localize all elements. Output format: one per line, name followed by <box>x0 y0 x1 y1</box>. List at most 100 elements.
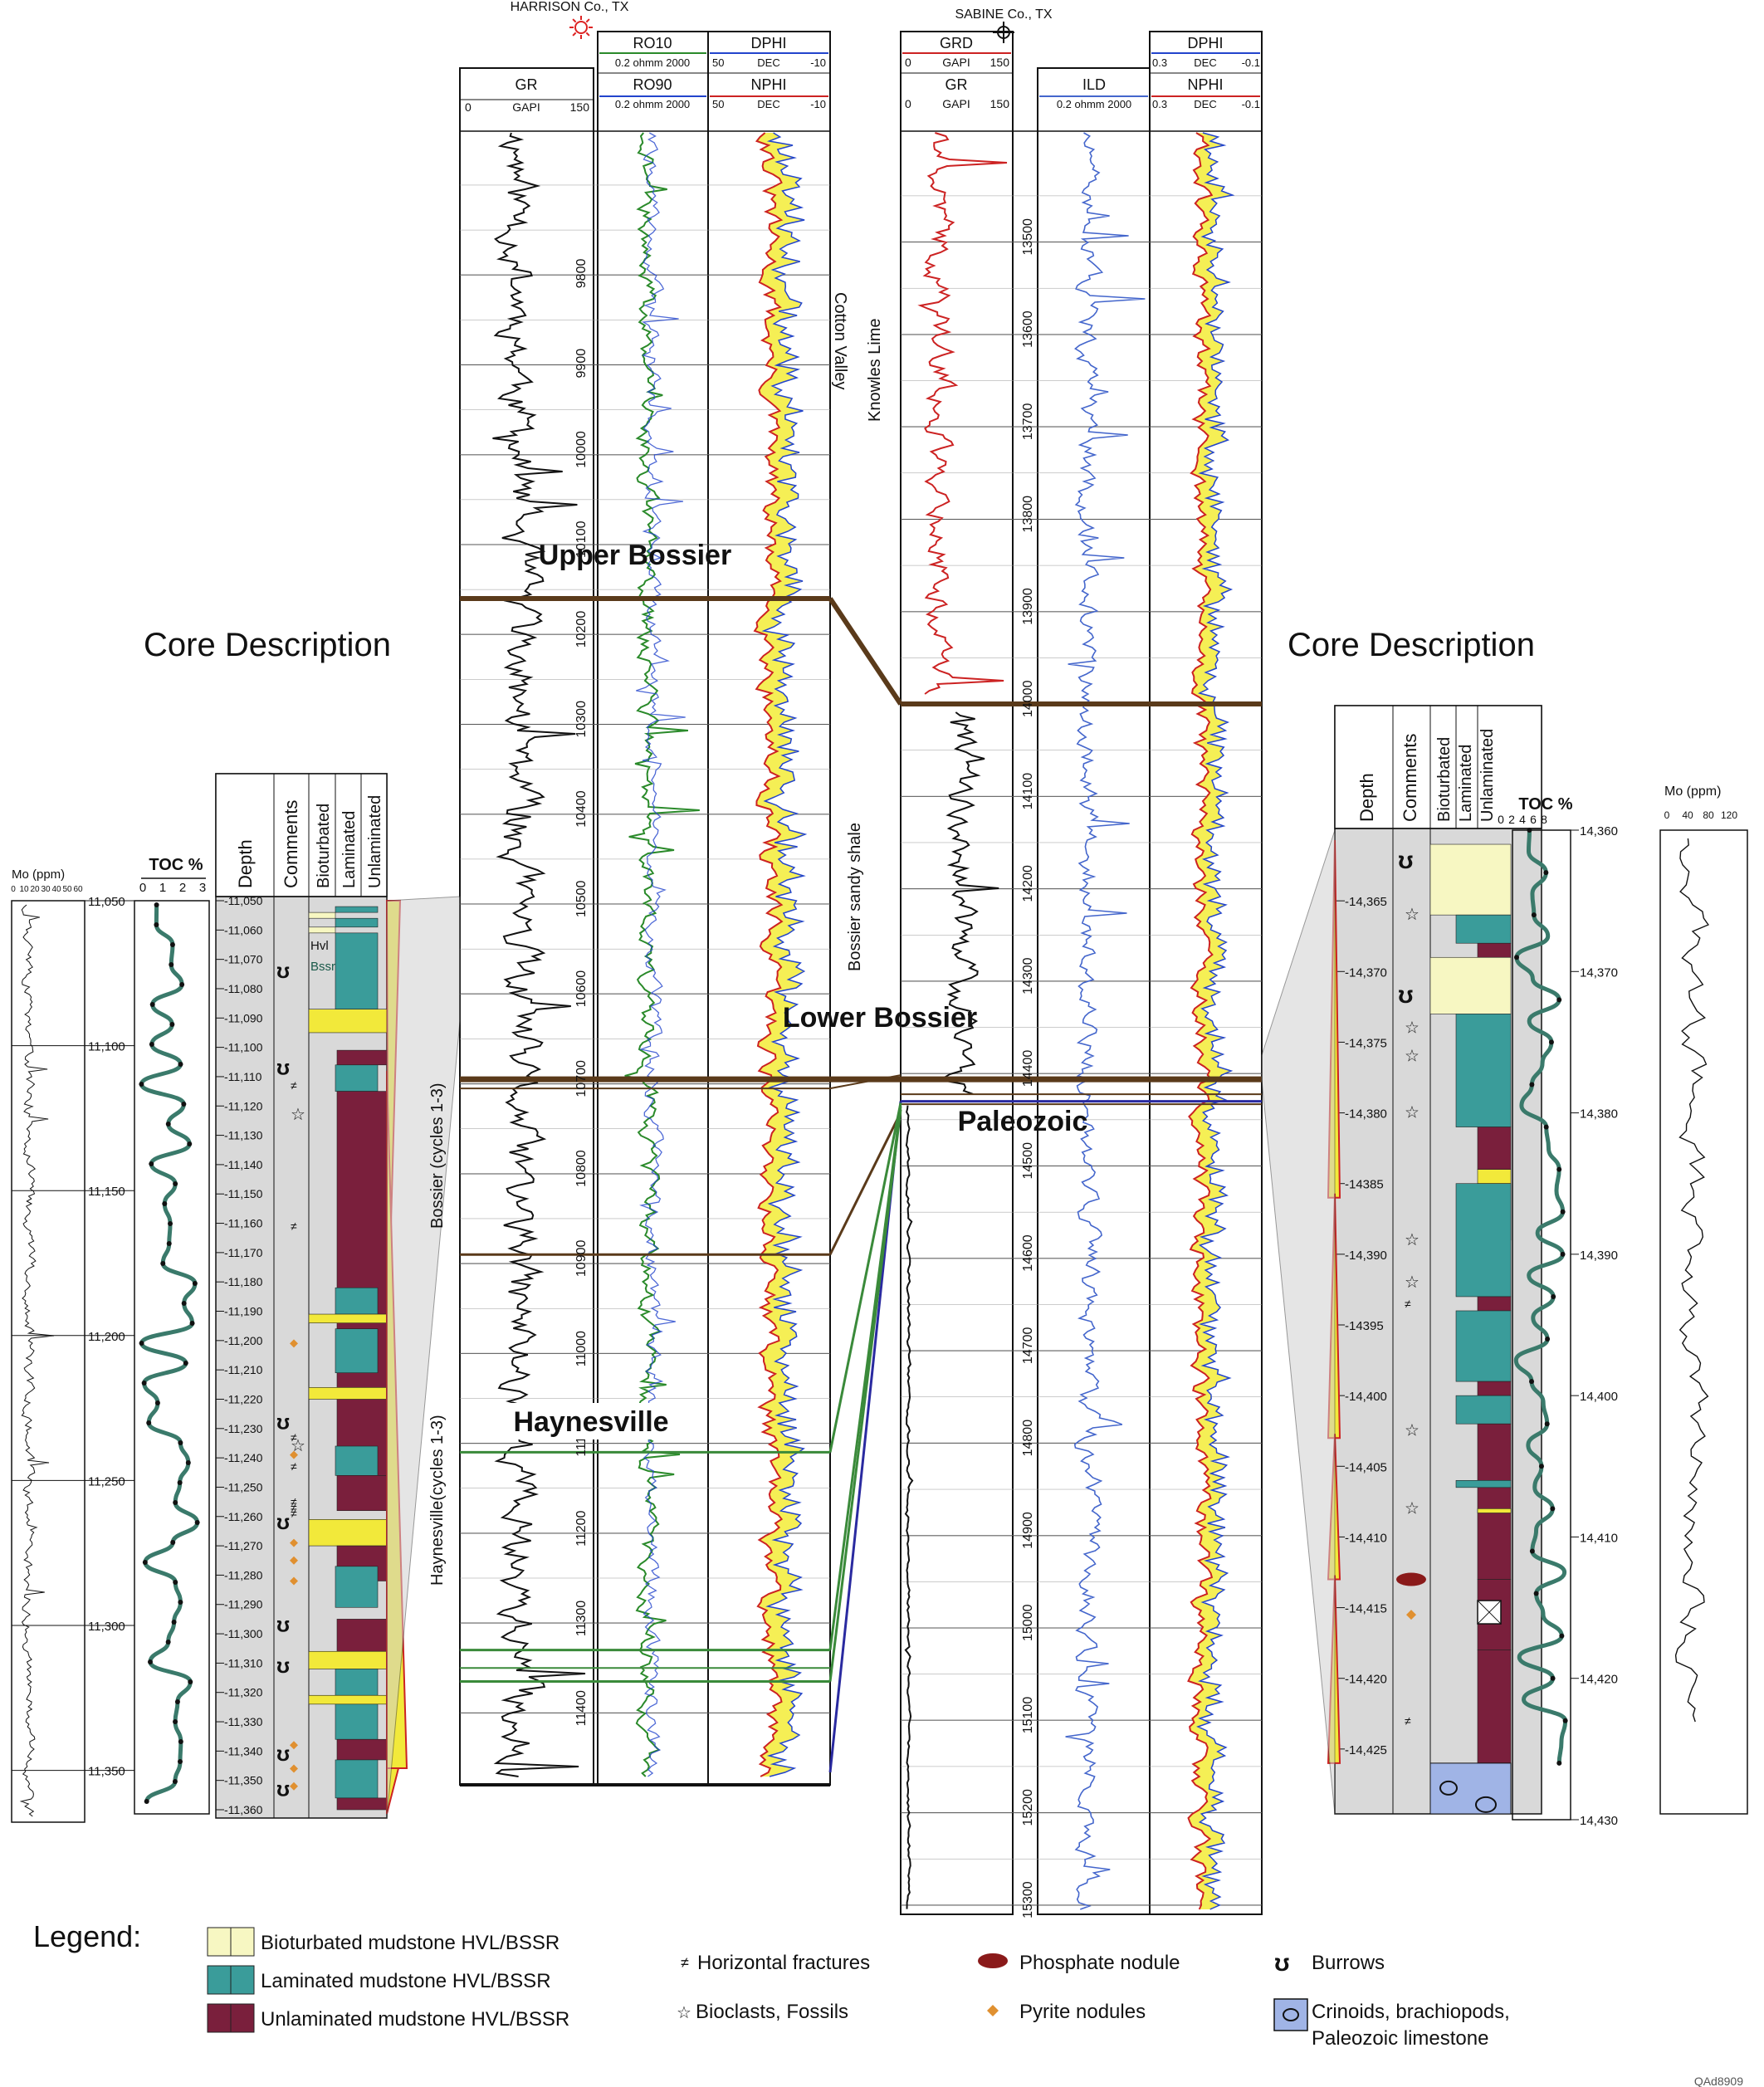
right-dphi-name: DPHI <box>1187 35 1223 51</box>
legend-burrow-icon: ʊ <box>1274 1949 1290 1977</box>
right-gr-track <box>900 31 1014 1915</box>
right-core-depth-label: -14,415 <box>1345 1602 1387 1616</box>
right-toc-point <box>1560 1209 1566 1215</box>
fossil-icon: ☆ <box>291 1106 305 1124</box>
left-depth-label: 11400 <box>574 1690 589 1726</box>
left-toc-curve <box>139 904 200 1802</box>
right-toc-point <box>1529 1082 1535 1087</box>
fracture-icon: ≠ <box>291 1430 297 1444</box>
left-mo-depth-label: 11,200 <box>88 1330 125 1344</box>
right-depth-label: 14200 <box>1021 865 1035 902</box>
right-toc-point <box>1560 1251 1566 1257</box>
pyrite-icon <box>290 1450 298 1459</box>
left-dphi-name: DPHI <box>750 35 786 51</box>
right-lith-unl <box>1477 1487 1512 1580</box>
left-ro10-curve <box>624 132 700 1777</box>
left-depth-label: 10100 <box>574 521 589 558</box>
upper-bossier-label: Upper Bossier <box>539 540 731 571</box>
right-core-depth-label: -14,370 <box>1345 965 1387 980</box>
left-lith-lam <box>335 1064 379 1092</box>
left-toc-point <box>160 1261 166 1266</box>
left-core-depth-label: -11,150 <box>224 1187 263 1200</box>
left-core-depth-label: -11,290 <box>224 1598 263 1611</box>
right-toc-point <box>1545 1337 1551 1342</box>
left-depth-label: 10900 <box>574 1239 589 1277</box>
left-toc-point <box>144 1799 149 1804</box>
left-lith-lam <box>335 1287 379 1315</box>
cotton-valley-label: Cotton Valley <box>831 292 849 389</box>
left-mo-title: Mo (ppm) <box>12 868 65 882</box>
right-core-depth-label: -14,365 <box>1345 895 1387 909</box>
right-depth-label: 14500 <box>1021 1142 1035 1180</box>
right-lith-yel <box>1477 1508 1512 1513</box>
left-core-depth-label: -11,360 <box>224 1803 263 1816</box>
left-toc-point <box>149 1002 155 1007</box>
left-toc-title: TOC % <box>149 856 203 874</box>
right-mo-tick: 0 <box>1664 809 1670 821</box>
legend-swatch-unlaminated-b <box>230 2003 255 2033</box>
right-toc-point <box>1550 1675 1556 1681</box>
left-toc-point <box>181 1301 187 1306</box>
right-lith-lam <box>1455 1480 1512 1488</box>
left-toc-point <box>139 1341 144 1346</box>
right-core-depth-label: -14,400 <box>1345 1390 1387 1404</box>
right-por-track <box>1149 31 1263 1915</box>
right-mo-title: Mo (ppm) <box>1664 784 1721 799</box>
left-mo-depth-label: 11,100 <box>88 1040 125 1054</box>
right-core-depth-label: -14,390 <box>1345 1249 1387 1263</box>
right-lith-lam <box>1455 1014 1512 1127</box>
left-depth-label: 11300 <box>574 1601 589 1636</box>
left-mo-depth-label: 11,050 <box>88 895 125 909</box>
left-core-depth-label: -11,240 <box>224 1451 263 1464</box>
right-lith-unl <box>1477 1381 1512 1396</box>
fossil-icon: ☆ <box>1405 1499 1420 1518</box>
left-core-depth-label: -11,300 <box>224 1627 263 1640</box>
left-nphi-max: -10 <box>810 98 826 110</box>
lower-bossier-label: Lower Bossier <box>783 1002 977 1034</box>
right-toc-frame <box>1512 829 1571 1821</box>
left-depth-label: 10300 <box>574 701 589 738</box>
right-dphi-unit: DEC <box>1194 56 1216 69</box>
left-gr-unit: GAPI <box>512 100 540 114</box>
left-core-depth-label: -11,100 <box>224 1041 263 1054</box>
legend-pyrite-icon <box>987 2005 999 2016</box>
right-core-depth-label: -14,410 <box>1345 1531 1387 1545</box>
left-core-depth-label: -11,320 <box>224 1686 263 1699</box>
left-lith-bio <box>308 912 336 919</box>
left-toc-point <box>168 1221 173 1226</box>
fossil-icon: ☆ <box>291 1437 305 1455</box>
right-core-header <box>1334 705 1542 829</box>
left-core-comments-header: Comments <box>281 800 301 888</box>
right-toc-point <box>1513 955 1519 960</box>
right-toc-point <box>1543 1124 1549 1130</box>
right-gr-name: GR <box>946 76 968 93</box>
pyrite-icon <box>290 1339 298 1348</box>
right-gr-curve-lower <box>904 1105 914 1909</box>
right-toc-tick: 8 <box>1541 813 1547 826</box>
left-toc-point <box>178 1062 183 1067</box>
right-depth-label: 13600 <box>1021 310 1035 348</box>
legend-crinoid-swatch <box>1273 1998 1308 2031</box>
right-core-bioturbated-header: Bioturbated <box>1435 737 1454 822</box>
left-toc-point <box>185 1460 191 1465</box>
left-toc-point <box>165 1640 171 1645</box>
brachiopod-icon <box>1475 1796 1497 1813</box>
legend-crinoids-line2: Paleozoic limestone <box>1312 2027 1488 2050</box>
right-depth-label: 14600 <box>1021 1234 1035 1272</box>
left-toc-point <box>181 1102 187 1107</box>
left-toc-point <box>178 1440 183 1445</box>
right-nphi-min: 0.3 <box>1152 98 1167 110</box>
left-core-depth-label: -11,330 <box>224 1715 263 1728</box>
well-symbol-left-ray <box>585 18 590 23</box>
left-toc-point <box>173 1580 178 1585</box>
left-lith-lam <box>335 1445 379 1476</box>
right-toc-point <box>1551 1293 1556 1299</box>
burrow-icon: ʊ <box>276 1776 290 1801</box>
legend-crinoid-shell <box>1283 2008 1299 2021</box>
legend-label-crinoids: Crinoids, brachiopods,Paleozoic limeston… <box>1312 2001 1510 2050</box>
left-toc-point <box>154 902 159 907</box>
left-lith-unl <box>336 1091 388 1476</box>
legend-title: Legend: <box>33 1919 141 1953</box>
right-toc-point <box>1550 1506 1556 1512</box>
